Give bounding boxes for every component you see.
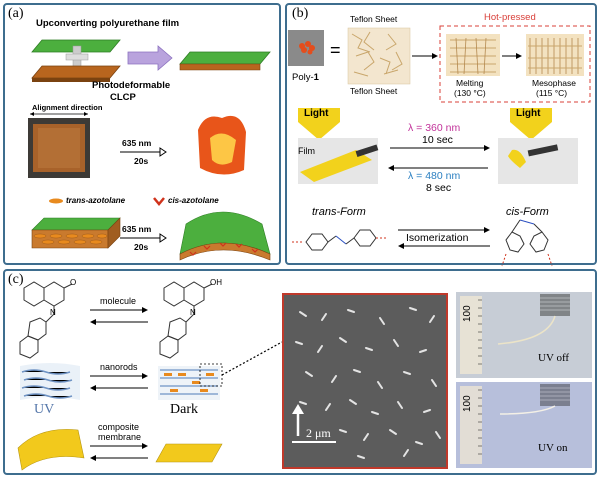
membrane-uv (20, 363, 80, 400)
bent-layer-block (179, 211, 271, 261)
trans-form-label: trans-Form (312, 206, 366, 218)
panel-a-label: (a) (8, 6, 24, 21)
uv-on-label: UV on (538, 442, 568, 454)
n-label-2: N (190, 308, 196, 317)
nanorods-label: nanorods (100, 362, 138, 372)
teflon-top-label: Teflon Sheet (350, 14, 398, 24)
uv-label: UV (34, 402, 55, 417)
oh-label: OH (210, 278, 222, 287)
film-label-b: Film (298, 146, 315, 156)
cis-form-label: cis-Form (506, 206, 549, 218)
panel-b-label: (b) (292, 6, 309, 21)
time-1: 20s (134, 156, 149, 166)
molecule-label: molecule (100, 296, 137, 306)
mesophase-label: Mesophase (532, 78, 576, 88)
composite-label-2: membrane (98, 432, 142, 442)
clcp-label-2: CLCP (110, 92, 136, 103)
hot-pressed-box (439, 25, 591, 103)
equals-sign: = (330, 40, 341, 60)
flat-layer-block (31, 217, 121, 249)
legend-trans: trans-azotolane (66, 196, 126, 205)
time-2: 20s (134, 242, 149, 252)
alignment-label: Alignment direction (32, 103, 103, 112)
dark-label: Dark (170, 402, 198, 417)
panel-c-label: (c) (8, 272, 24, 287)
cis-marker-icon (153, 197, 165, 206)
light-label-right: Light (516, 108, 541, 119)
flat-film-image (298, 138, 379, 184)
composite-label-1: composite (98, 422, 140, 432)
membrane-dark (158, 363, 223, 400)
melting-label: Melting (456, 78, 484, 88)
curved-membrane (17, 429, 85, 471)
melting-temp: (130 °C) (454, 88, 486, 98)
poly-label: Poly-1 (292, 72, 319, 83)
mesophase-temp: (115 °C) (536, 88, 568, 98)
trans-marker-icon (49, 198, 63, 204)
scale-label: 2 μm (306, 426, 331, 440)
flat-membrane (155, 443, 223, 463)
isomerization-label: Isomerization (406, 232, 469, 244)
clcp-label-1: Photodeformable (92, 80, 171, 91)
lambda-2: λ = 480 nm (408, 170, 461, 182)
light-arrow-right-icon (510, 108, 552, 140)
film-label: Upconverting polyurethane film (36, 18, 180, 29)
sem-nanorods (295, 307, 441, 459)
cis-azobenzene (501, 219, 553, 267)
keto-molecule (19, 281, 73, 359)
melting-image (446, 34, 500, 76)
legend-cis: cis-azotolane (168, 196, 219, 205)
light-arrow-left-icon (298, 108, 340, 140)
ruler-top-label: 100 (462, 305, 473, 322)
n-label-1: N (50, 308, 56, 317)
time-b-2: 8 sec (426, 182, 452, 194)
wavelength-2: 635 nm (122, 224, 152, 234)
light-label-left: Light (304, 108, 329, 119)
bent-film-image (498, 138, 578, 184)
enol-molecule (159, 281, 213, 359)
teflon-bottom-label: Teflon Sheet (350, 86, 398, 96)
wavelength-1: 635 nm (122, 138, 152, 148)
o-label: O (70, 278, 77, 287)
trans-azobenzene (292, 229, 388, 251)
ruler-bottom-label: 100 (462, 395, 473, 412)
lambda-1: λ = 360 nm (408, 122, 461, 134)
time-b-1: 10 sec (422, 134, 453, 146)
uv-off-label: UV off (538, 352, 570, 364)
hot-pressed-label: Hot-pressed (484, 12, 536, 23)
process-arrow (127, 45, 173, 71)
